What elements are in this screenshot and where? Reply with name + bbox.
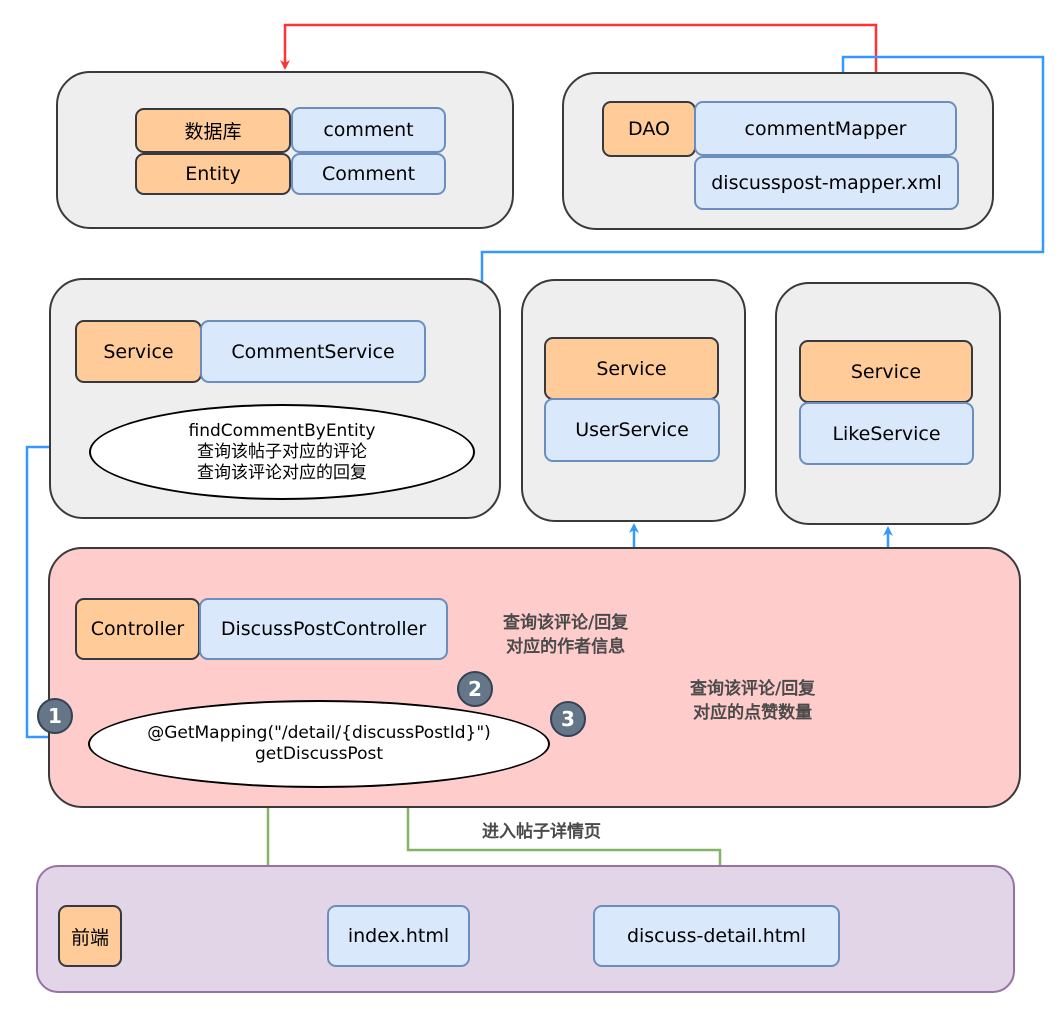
like-count-line-2: 对应的点赞数量 [693,703,813,723]
find-comment-by-entity-method: findCommentByEntity 查询该帖子对应的评论 查询该评论对应的回… [89,404,475,500]
frontend-group: 前端 index.html discuss-detail.html [36,865,1015,993]
comment-service-group: Service CommentService findCommentByEnti… [49,278,501,519]
step-badge-2: 2 [457,671,493,707]
dao-layer-label: DAO [602,101,696,157]
method-desc-post-comments: 查询该帖子对应的评论 [197,441,367,462]
like-service-group: Service LikeService [775,282,1001,525]
user-service-group: Service UserService [521,279,746,522]
get-discuss-post-method: @GetMapping("/detail/{discussPostId}") g… [88,700,550,788]
enter-detail-page-annotation: 进入帖子详情页 [482,822,601,842]
get-mapping-annotation: @GetMapping("/detail/{discussPostId}") [147,723,491,743]
service-layer-label: Service [75,320,202,383]
like-service-box: LikeService [799,402,974,465]
user-service-box: UserService [544,398,720,462]
controller-group: Controller DiscussPostController @GetMap… [48,547,1021,808]
comment-table-box: comment [291,107,446,153]
author-info-annotation: 查询该评论/回复 对应的作者信息 [503,611,628,659]
database-entity-group: 数据库 comment Entity Comment [56,71,514,229]
step-badge-1: 1 [37,698,73,734]
method-desc-comment-replies: 查询该评论对应的回复 [197,462,367,483]
discuss-post-controller-box: DiscussPostController [199,598,448,660]
like-count-annotation: 查询该评论/回复 对应的点赞数量 [690,677,815,725]
index-html-box[interactable]: index.html [327,905,470,967]
like-service-layer-label: Service [799,340,973,403]
like-count-line-1: 查询该评论/回复 [690,679,816,699]
frontend-layer-label: 前端 [58,905,122,967]
controller-layer-label: Controller [75,598,200,660]
author-info-line-2: 对应的作者信息 [506,637,626,657]
dao-group: DAO commentMapper discusspost-mapper.xml [562,72,994,230]
discuss-detail-html-box[interactable]: discuss-detail.html [593,905,840,967]
discusspost-mapper-xml-box: discusspost-mapper.xml [694,156,959,210]
user-service-layer-label: Service [544,337,719,400]
comment-entity-box: Comment [291,153,446,195]
comment-service-box: CommentService [200,320,426,383]
database-layer-label: 数据库 [135,108,291,153]
entity-layer-label: Entity [135,153,291,195]
method-name: findCommentByEntity [188,420,376,441]
comment-mapper-box: commentMapper [694,101,957,156]
step-badge-3: 3 [550,701,586,737]
get-discuss-post-name: getDiscussPost [255,744,383,764]
author-info-line-1: 查询该评论/回复 [503,613,629,633]
